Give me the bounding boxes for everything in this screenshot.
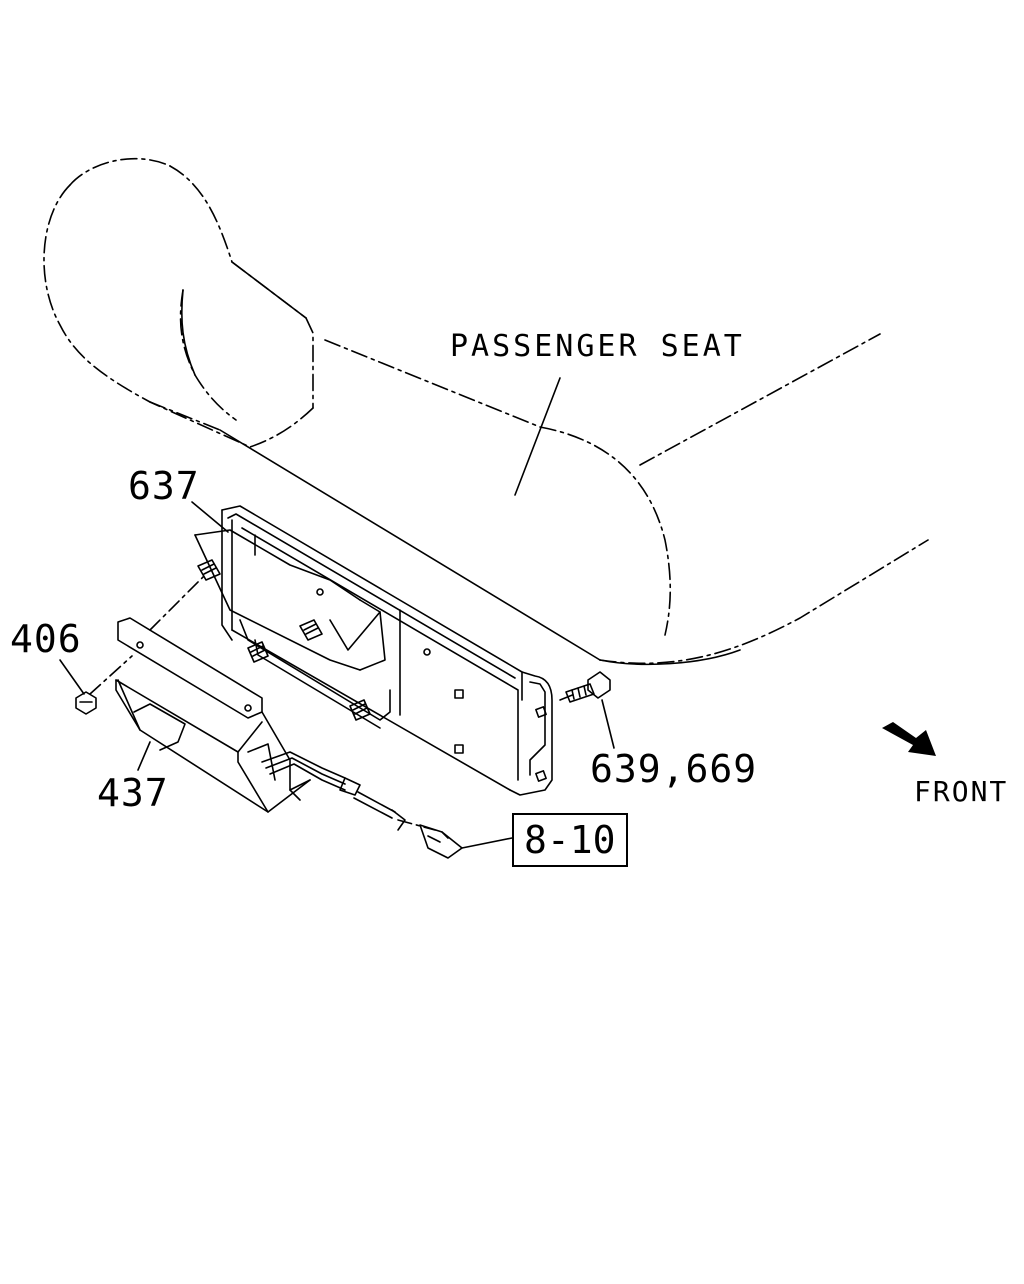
front-direction-label: FRONT <box>914 775 1009 808</box>
leader-lines <box>59 501 615 849</box>
stud-lower-left <box>247 641 269 663</box>
passenger-seat-label: PASSENGER SEAT <box>450 329 745 364</box>
part-label-406: 406 <box>10 617 82 661</box>
nut-406 <box>75 691 97 715</box>
leader-437 <box>137 741 151 771</box>
reference-box-8-10: 8-10 <box>512 813 628 867</box>
stud-mid <box>299 619 323 641</box>
part-label-437: 437 <box>97 771 169 815</box>
leader-639-669 <box>601 699 615 749</box>
leader-406 <box>59 659 85 695</box>
part-label-639-669: 639,669 <box>590 747 758 791</box>
control-unit <box>115 617 311 813</box>
part-label-637: 637 <box>128 464 200 508</box>
seat-solid-edges <box>181 261 741 666</box>
leader-637 <box>191 501 229 533</box>
stud-top-left <box>197 559 221 581</box>
front-arrow-icon <box>882 722 936 756</box>
leader-8-10 <box>461 837 513 849</box>
wire-harness <box>261 751 463 859</box>
passenger-seat-outline <box>43 158 929 665</box>
bolt-639-669 <box>565 671 611 703</box>
seat-leader-line <box>514 377 561 496</box>
stud-bolts <box>197 559 371 721</box>
mounting-bracket <box>194 505 553 796</box>
stud-lower-right <box>349 699 371 721</box>
